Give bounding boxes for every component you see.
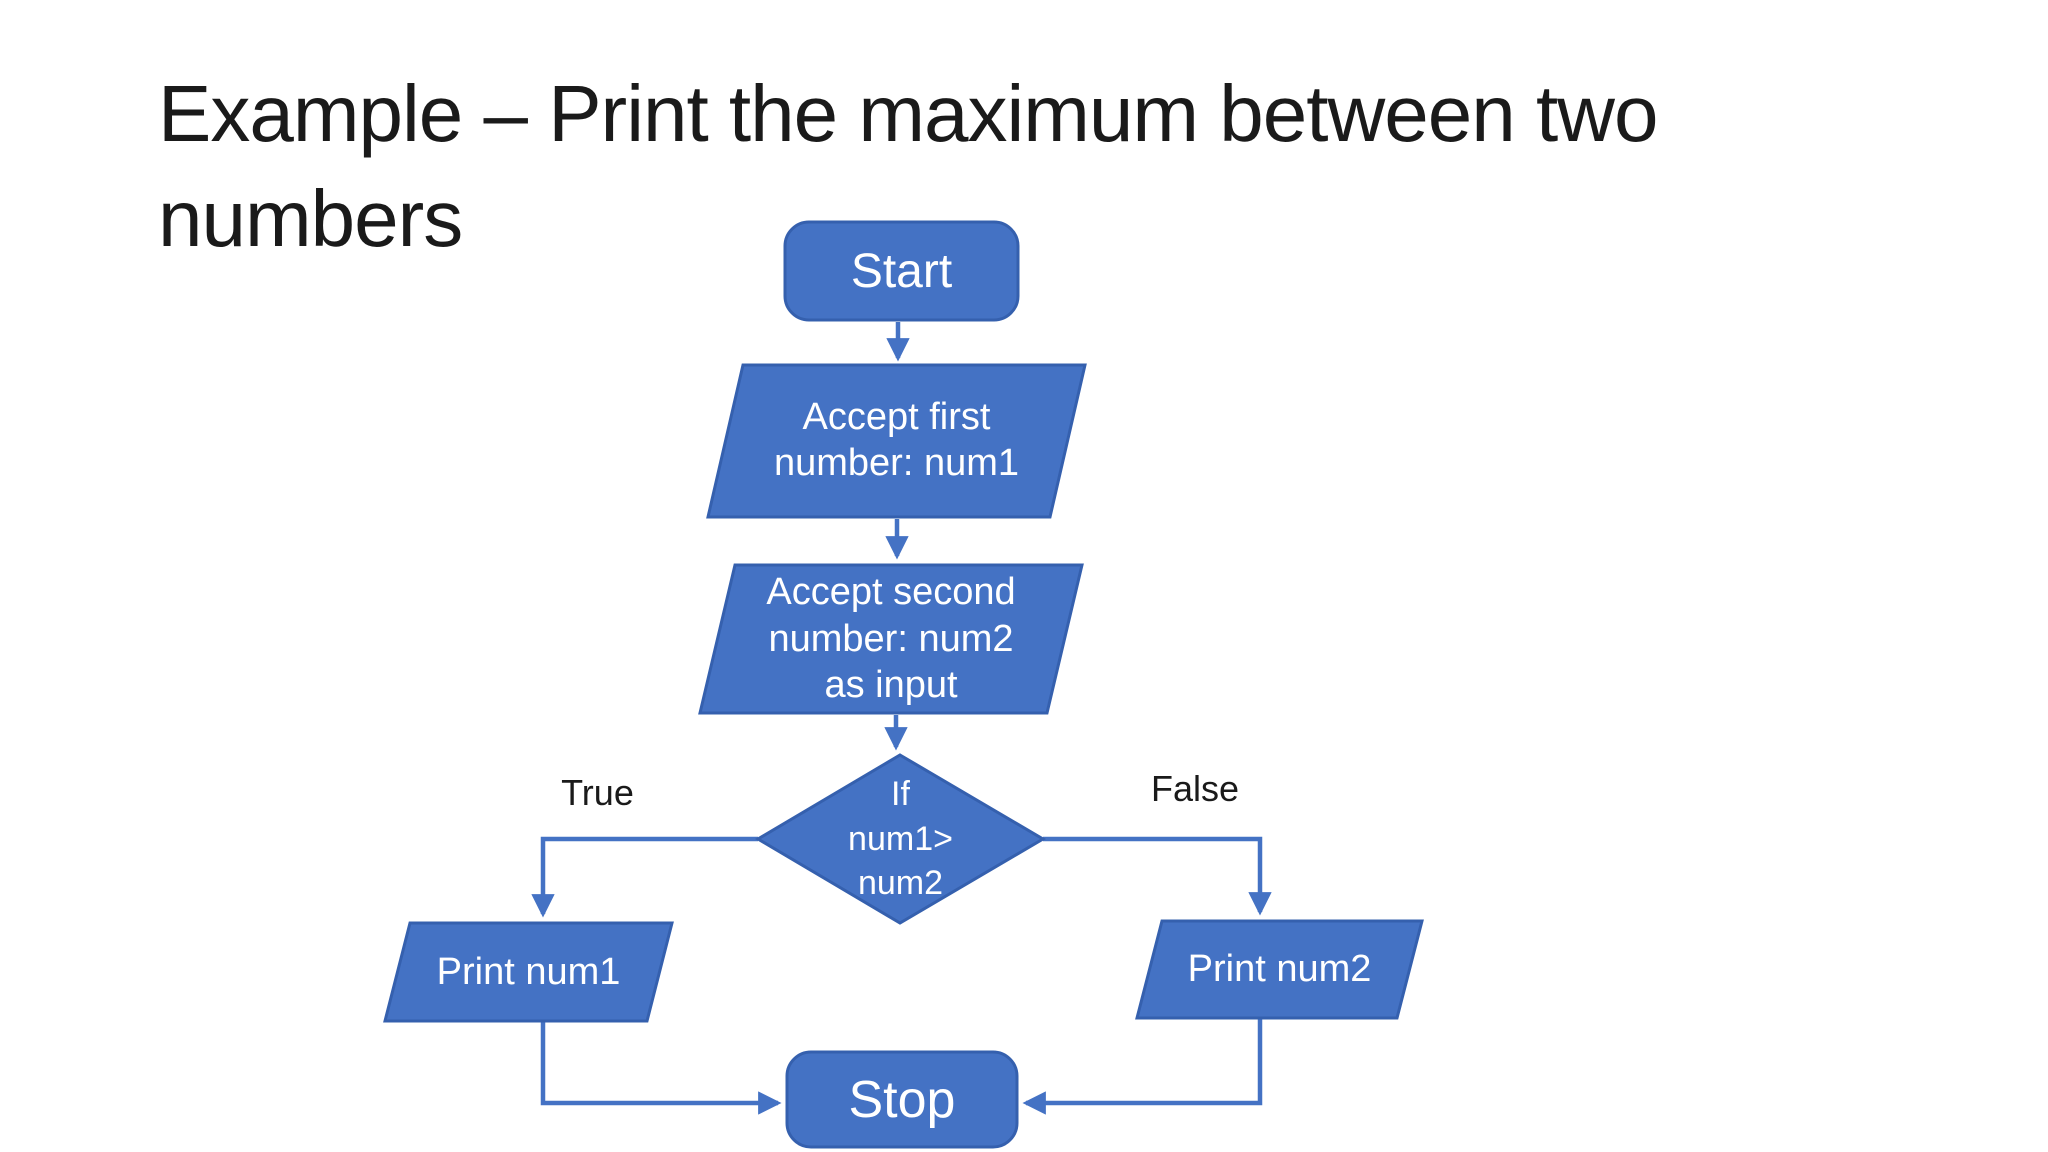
print-num1-node-label: Print num1 (436, 950, 621, 993)
false-branch-label: False (1150, 768, 1240, 809)
start-node-label: Start (850, 244, 953, 298)
input-num2-node-label: Accept second number: num2 as input (766, 571, 1016, 707)
print-num2-node-label: Print num2 (1187, 948, 1372, 990)
decision-node-label: If num1> num2 (848, 774, 953, 903)
decision-node-shape (755, 753, 1046, 925)
true-branch-label: True (561, 772, 634, 813)
print-num1-node-shape (383, 921, 674, 1023)
connector-print2-to-stop (1022, 1018, 1263, 1115)
print-num2-node-shape (1135, 919, 1424, 1020)
connector-false-branch (1043, 836, 1272, 916)
slide-title: Example – Print the maximum between two … (158, 69, 1658, 263)
stop-node-shape (785, 1050, 1019, 1149)
input-num1-node-label: Accept first number: num1 (773, 396, 1019, 484)
input-num1-node-shape (706, 363, 1087, 519)
start-node-shape (783, 220, 1020, 322)
connector-print1-to-stop (540, 1021, 782, 1115)
input-num2-node-shape (698, 563, 1084, 715)
stop-node-label: Stop (848, 1070, 956, 1129)
connector-true-branch (531, 836, 758, 918)
